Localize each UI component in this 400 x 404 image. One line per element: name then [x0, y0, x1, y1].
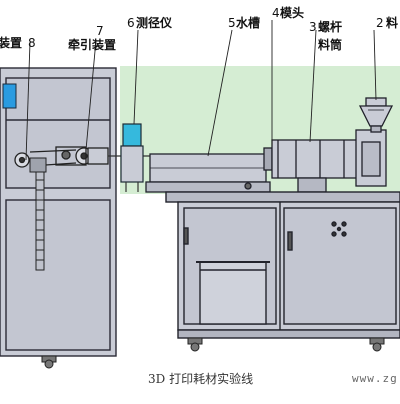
- label-2-text: 料: [386, 16, 399, 30]
- label-4-number: 4: [272, 6, 280, 20]
- label-8-number: 8: [28, 36, 36, 50]
- label-2-number: 2: [376, 16, 384, 30]
- leader-line-7: [85, 39, 97, 151]
- label-5-text: 水槽: [236, 16, 261, 30]
- watermark-text: www.zg: [352, 372, 398, 385]
- leader-line-8: [25, 41, 31, 161]
- traction-cabinet: [0, 67, 117, 357]
- leader-line-2: [373, 29, 377, 101]
- label-3-number: 3: [309, 20, 317, 34]
- base-cabinet: [165, 191, 400, 339]
- label-5-number: 5: [228, 16, 236, 30]
- leader-line-5: [207, 29, 233, 157]
- leader-line-3: [309, 29, 317, 143]
- label-4-text: 模头: [280, 6, 305, 20]
- label-3-text-line1: 螺杆: [318, 20, 343, 34]
- label-3-text-line2: 料筒: [318, 38, 343, 52]
- traction-rollers: [14, 146, 109, 168]
- label-7-text: 牵引装置: [68, 38, 117, 52]
- leader-line-6: [133, 29, 139, 125]
- label-7-number: 7: [96, 24, 104, 38]
- diagram-caption: 3D 打印耗材实验线: [148, 372, 254, 386]
- label-6-text: 测径仪: [136, 16, 173, 30]
- guide-chain: [29, 157, 47, 271]
- hopper: [358, 97, 394, 133]
- extruder: [263, 129, 387, 193]
- label-8-text: 装置: [0, 36, 23, 50]
- control-screen: [2, 83, 17, 109]
- caster-wheels: [41, 337, 385, 369]
- water-tank: [145, 153, 271, 193]
- label-6-number: 6: [127, 16, 135, 30]
- diameter-gauge: [120, 123, 144, 192]
